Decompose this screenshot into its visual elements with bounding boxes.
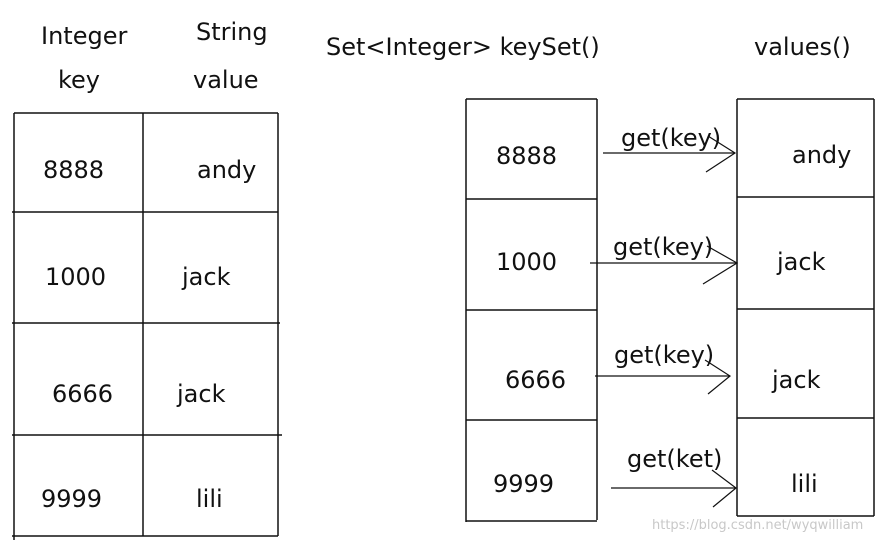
- left-table-grid: [12, 112, 282, 540]
- keyset-cell: 9999: [493, 470, 555, 498]
- left-value-cell: andy: [197, 156, 257, 184]
- left-value-cell: lili: [196, 485, 223, 513]
- keyset-cell: 8888: [496, 142, 558, 170]
- keyset-column-grid: [465, 98, 598, 522]
- watermark-text: https://blog.csdn.net/wyqwilliam: [652, 518, 864, 533]
- left-value-header-type: String: [196, 18, 268, 46]
- left-value-cell: jack: [177, 380, 226, 408]
- left-key-cell: 6666: [52, 380, 114, 408]
- arrow-label: get(key): [614, 341, 715, 369]
- values-cell: andy: [792, 141, 852, 169]
- arrow-label: get(key): [613, 233, 714, 261]
- keyset-title: Set<Integer> keySet(): [326, 33, 600, 61]
- left-value-cell: jack: [182, 263, 231, 291]
- left-key-cell: 9999: [41, 485, 103, 513]
- arrow-label: get(ket): [627, 445, 723, 473]
- arrow-2: [590, 245, 739, 285]
- arrow-4: [611, 469, 737, 508]
- keyset-cell: 1000: [496, 248, 558, 276]
- values-cell: lili: [791, 470, 818, 498]
- values-column-grid: [736, 98, 875, 517]
- left-key-header-type: Integer: [41, 22, 128, 50]
- arrow-3: [595, 359, 732, 395]
- values-title: values(): [754, 33, 851, 61]
- values-cell: jack: [777, 248, 826, 276]
- keyset-cell: 6666: [505, 366, 567, 394]
- left-key-cell: 1000: [45, 263, 107, 291]
- values-cell: jack: [772, 366, 821, 394]
- arrow-1: [603, 135, 737, 173]
- left-value-header-name: value: [193, 66, 259, 94]
- left-key-cell: 8888: [43, 156, 105, 184]
- arrow-label: get(key): [621, 124, 722, 152]
- left-key-header-name: key: [58, 66, 101, 94]
